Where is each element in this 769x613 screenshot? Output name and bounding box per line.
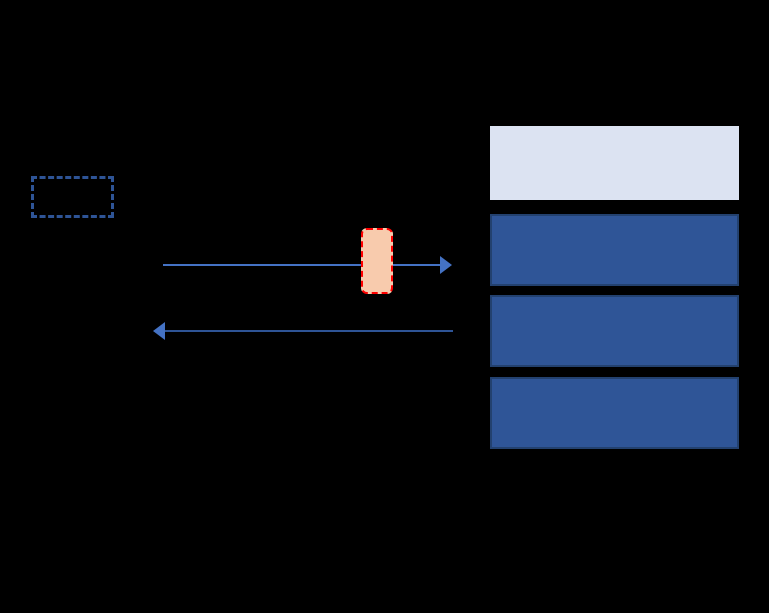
response-arrow-head-icon xyxy=(153,322,165,340)
blue-row-box-1[interactable] xyxy=(490,214,739,286)
request-arrow-head-icon xyxy=(440,256,452,274)
dashed-placeholder-box[interactable] xyxy=(31,176,114,218)
light-header-box[interactable] xyxy=(490,126,739,200)
request-arrow xyxy=(163,256,452,274)
response-arrow xyxy=(153,322,453,340)
blue-row-box-2[interactable] xyxy=(490,295,739,367)
highlighted-token-box[interactable] xyxy=(361,228,393,294)
blue-row-box-3[interactable] xyxy=(490,377,739,449)
